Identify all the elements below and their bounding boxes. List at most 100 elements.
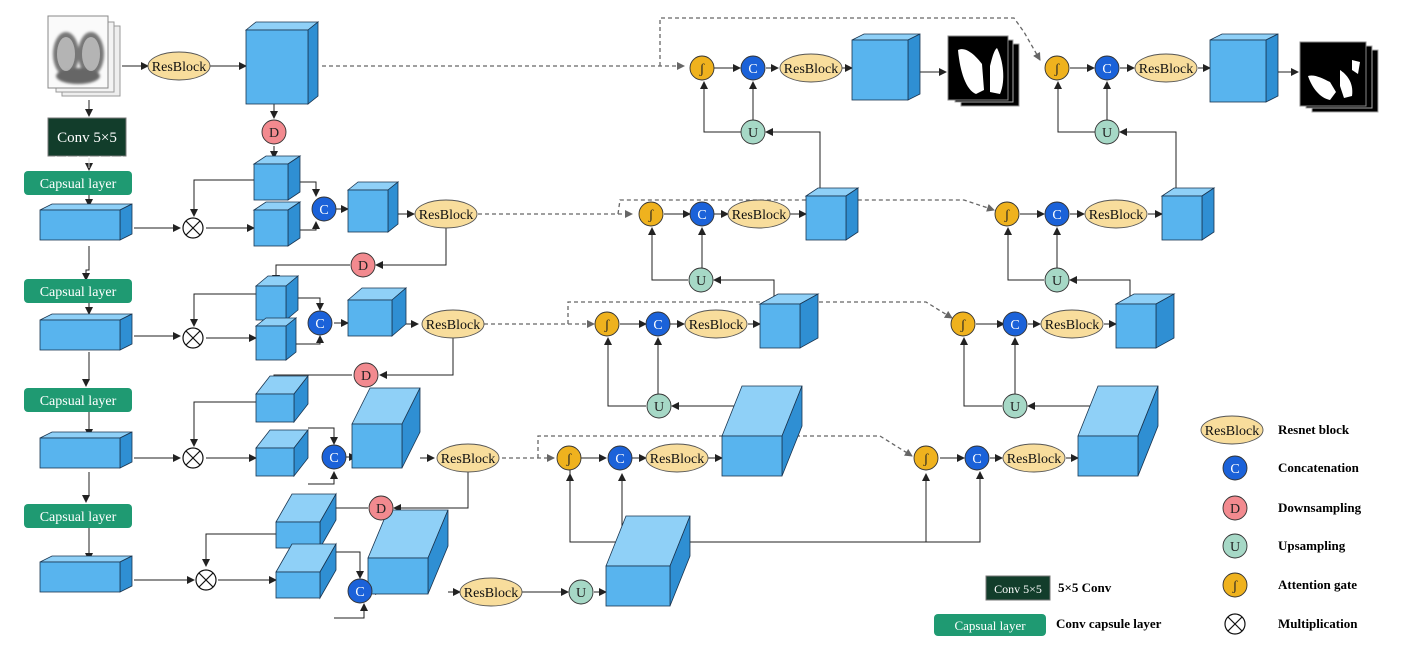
feature-map-cube <box>275 542 337 600</box>
upsample-node: U <box>1002 393 1028 419</box>
resblock-node: ResBlock <box>421 309 485 339</box>
svg-text:ResBlock: ResBlock <box>441 452 495 467</box>
svg-text:U: U <box>1230 540 1240 555</box>
svg-text:D: D <box>358 259 368 274</box>
svg-text:C: C <box>355 585 364 600</box>
multiply-node <box>182 327 204 349</box>
legend: Resnet block Concatenation Downsampling … <box>1056 422 1362 631</box>
resblock-node: ResBlock <box>645 443 709 473</box>
feature-map-cubes <box>39 21 1279 607</box>
svg-text:ResBlock: ResBlock <box>1089 208 1143 223</box>
resblock-node: ResBlock <box>779 53 843 83</box>
feature-map-cube <box>758 293 820 349</box>
feature-map-cube <box>1209 33 1279 103</box>
svg-text:C: C <box>319 203 328 218</box>
svg-text:ʃ: ʃ <box>923 452 929 467</box>
feature-map-cube <box>254 317 298 361</box>
svg-text:ResBlock: ResBlock <box>1139 62 1193 77</box>
concat-node: C <box>1044 201 1070 227</box>
feature-map-cube <box>254 275 300 321</box>
upsample-node: U <box>1044 267 1070 293</box>
resblock-node: ResBlock <box>727 199 791 229</box>
downsample-node: D <box>353 362 379 388</box>
attention-gate: ʃ <box>950 311 976 337</box>
feature-map-cube <box>39 555 133 593</box>
svg-text:U: U <box>1102 126 1112 141</box>
svg-text:ResBlock: ResBlock <box>464 586 518 601</box>
capsule-layer-2: Capsual layer <box>24 279 132 303</box>
svg-text:U: U <box>576 586 586 601</box>
svg-text:Capsual layer: Capsual layer <box>40 285 117 300</box>
resblock-node: ResBlock <box>436 443 500 473</box>
capsule-layer-4: Capsual layer <box>24 504 132 528</box>
concat-node: C <box>307 310 333 336</box>
feature-map-cube <box>851 33 921 101</box>
svg-text:C: C <box>1230 462 1239 477</box>
upsample-node: U <box>688 267 714 293</box>
svg-text:C: C <box>1102 62 1111 77</box>
svg-text:Capsual layer: Capsual layer <box>40 177 117 192</box>
svg-text:C: C <box>315 317 324 332</box>
svg-text:C: C <box>1052 208 1061 223</box>
svg-text:C: C <box>748 62 757 77</box>
legend-up-text: Upsampling <box>1278 538 1346 553</box>
svg-text:Conv 5×5: Conv 5×5 <box>57 130 117 146</box>
concat-node: C <box>347 578 373 604</box>
feature-map-cube <box>804 187 860 241</box>
attention-gate: ʃ <box>638 201 664 227</box>
svg-text:ResBlock: ResBlock <box>1205 424 1259 439</box>
svg-text:U: U <box>654 400 664 415</box>
conv5x5-block: Conv 5×5 <box>47 117 127 168</box>
svg-text:C: C <box>972 452 981 467</box>
concat-node: C <box>740 55 766 81</box>
feature-map-cube <box>244 21 320 105</box>
legend-concat-text: Concatenation <box>1278 460 1360 475</box>
upsample-node: U <box>568 579 594 605</box>
skip-connections <box>322 17 1041 462</box>
legend-conv-symbol: Conv 5×5 <box>985 575 1051 601</box>
svg-text:D: D <box>361 369 371 384</box>
capsule-layer-3: Capsual layer <box>24 388 132 412</box>
resblock-node: ResBlock <box>1084 199 1148 229</box>
feature-map-cube <box>346 181 400 233</box>
feature-map-cube <box>255 428 309 478</box>
legend-down-symbol: D <box>1222 495 1248 521</box>
attention-gate: ʃ <box>556 445 582 471</box>
feature-map-cube <box>367 509 449 595</box>
connections <box>82 62 1299 619</box>
svg-text:D: D <box>269 126 279 141</box>
concat-node: C <box>689 201 715 227</box>
svg-text:ResBlock: ResBlock <box>650 452 704 467</box>
svg-text:ResBlock: ResBlock <box>426 318 480 333</box>
downsample-node: D <box>261 119 287 145</box>
resblock-node: ResBlock <box>684 309 748 339</box>
feature-map-cube <box>255 374 309 424</box>
feature-map-cube <box>39 431 133 469</box>
legend-mult-text: Multiplication <box>1278 616 1358 631</box>
legend-attention-text: Attention gate <box>1278 577 1357 592</box>
svg-text:ʃ: ʃ <box>1232 579 1238 594</box>
concat-node: C <box>645 311 671 337</box>
resblock-node: ResBlock <box>1040 309 1104 339</box>
multiply-node <box>195 569 217 591</box>
legend-concat-symbol: C <box>1222 455 1248 481</box>
svg-text:U: U <box>1010 400 1020 415</box>
upsample-node: U <box>646 393 672 419</box>
legend-attention-symbol: ʃ <box>1222 572 1248 598</box>
resblock-node: ResBlock <box>1134 53 1198 83</box>
resblock-node: ResBlock <box>459 577 523 607</box>
svg-text:U: U <box>1052 274 1062 289</box>
feature-map-cube <box>275 492 337 550</box>
concat-node: C <box>964 445 990 471</box>
svg-text:C: C <box>615 452 624 467</box>
svg-text:ʃ: ʃ <box>648 208 654 223</box>
output-mask-1 <box>947 35 1020 107</box>
feature-map-cube <box>351 387 421 469</box>
capsule-layer-1: Capsual layer <box>24 171 132 195</box>
attention-gate: ʃ <box>913 445 939 471</box>
feature-map-cube <box>1077 385 1159 477</box>
attention-gate: ʃ <box>1044 55 1070 81</box>
feature-map-cube <box>252 201 302 247</box>
concat-node: C <box>1094 55 1120 81</box>
